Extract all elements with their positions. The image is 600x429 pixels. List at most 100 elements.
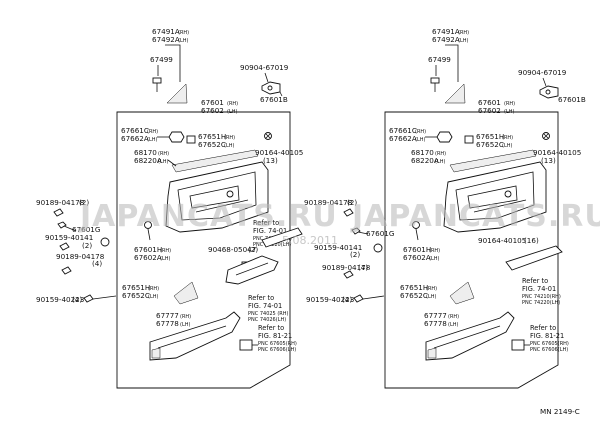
left-lower-pocket-part — [149, 311, 241, 361]
svg-text:(RH): (RH) — [429, 248, 440, 254]
svg-text:(LH): (LH) — [160, 256, 170, 262]
svg-text:(LH): (LH) — [426, 294, 436, 300]
svg-text:(RH): (RH) — [178, 30, 189, 36]
svg-text:(LH): (LH) — [458, 38, 468, 44]
svg-text:PNC 74025 (RH): PNC 74025 (RH) — [248, 311, 289, 317]
svg-text:PNC 74220(LH): PNC 74220(LH) — [522, 300, 560, 306]
svg-text:(2): (2) — [350, 250, 360, 259]
left-pn-67651h-lower: 67651H — [122, 283, 150, 292]
right-grommet-67601g-icon — [373, 243, 383, 253]
svg-text:(LH): (LH) — [158, 159, 168, 165]
left-screw-90159a-icon — [59, 242, 70, 251]
left-speaker-grille-part — [173, 281, 199, 305]
left-screw-90159b-icon — [83, 294, 117, 303]
right-bolt-icon — [351, 227, 369, 235]
svg-text:(RH): (RH) — [147, 129, 158, 135]
left-pn-67602: 67602 — [201, 106, 224, 115]
left-ref3-fig: FIG. 81-21 — [258, 332, 292, 340]
svg-text:(2): (2) — [79, 198, 89, 207]
left-pn-90159-40223: 90159-40223 — [36, 295, 84, 304]
left-pn-67778: 67778 — [156, 319, 179, 328]
left-pn-90159-40141: 90159-40141 — [45, 233, 93, 242]
svg-text:PNC 67605(RH): PNC 67605(RH) — [258, 341, 297, 347]
left-pn-90904-67019: 90904-67019 — [240, 63, 289, 72]
left-ref2-fig: FIG. 74-01 — [248, 302, 282, 310]
right-pn-67652c-lower: 67652C — [400, 291, 428, 300]
svg-text:(RH): (RH) — [435, 151, 446, 157]
left-pn-67601h: 67601H — [134, 245, 162, 254]
right-pn-67601h: 67601H — [403, 245, 431, 254]
right-door-trim-panel-part — [443, 161, 547, 233]
svg-text:PNC 67605(RH): PNC 67605(RH) — [530, 341, 569, 347]
left-pn-67662a: 67662A — [121, 134, 149, 143]
left-pn-67652c-lower: 67652C — [122, 291, 150, 300]
right-ref3-title: Refer to — [530, 324, 556, 332]
svg-text:(4): (4) — [358, 263, 368, 272]
right-screw-90189b-icon — [343, 270, 354, 279]
left-pn-67661c: 67661C — [121, 126, 149, 135]
svg-text:(RH): (RH) — [426, 286, 437, 292]
svg-text:(RH): (RH) — [458, 30, 469, 36]
right-weatherstrip-part — [449, 149, 537, 173]
left-door-trim-assembly: 67491A (RH) 67492A (LH) 67499 90904-6701… — [36, 27, 303, 389]
svg-text:(RH): (RH) — [148, 286, 159, 292]
right-pn-67499: 67499 — [428, 55, 451, 64]
right-screw-67499-icon — [430, 77, 440, 92]
right-pn-67651h: 67651H — [476, 132, 504, 141]
left-clip-90164-icon — [264, 132, 272, 140]
svg-text:PNC 67606(LH): PNC 67606(LH) — [258, 347, 296, 353]
svg-text:(LH): (LH) — [148, 294, 158, 300]
left-mirror-cover-part — [166, 83, 188, 104]
svg-text:(LH): (LH) — [180, 322, 190, 328]
left-switch-housing-part — [239, 339, 258, 351]
right-handle-insert-part — [505, 245, 563, 271]
svg-text:(RH): (RH) — [504, 101, 515, 107]
left-assembly-outline — [116, 111, 291, 389]
right-lower-pocket-part — [425, 311, 515, 361]
watermark-date: 5.08.2011 — [282, 234, 338, 247]
svg-text:(LH): (LH) — [504, 109, 514, 115]
left-bracket-67601b-icon — [261, 81, 281, 95]
left-ref2-title: Refer to — [248, 294, 274, 302]
svg-text:(LH): (LH) — [429, 256, 439, 262]
right-bracket-67601b-icon — [539, 85, 559, 99]
watermark-text-right: JAPANCATS.RU — [350, 199, 600, 234]
left-pn-68220a: 68220A — [134, 156, 162, 165]
right-pn-67601: 67601 — [478, 98, 501, 107]
right-clip-90164-icon — [542, 132, 550, 140]
right-pn-90189-04178-a: 90189-04178 — [304, 198, 353, 207]
svg-text:(2): (2) — [347, 198, 357, 207]
right-switch-housing-part — [511, 339, 530, 351]
right-pn-67651h-lower: 67651H — [400, 283, 428, 292]
svg-text:(LH): (LH) — [147, 137, 157, 143]
right-pn-67602: 67602 — [478, 106, 501, 115]
right-grommet-67661c-icon — [436, 131, 453, 143]
svg-text:(LH): (LH) — [502, 143, 512, 149]
right-screw-90159b-icon — [353, 294, 385, 303]
left-leader-67491 — [165, 44, 181, 82]
left-pn-67602a: 67602A — [134, 253, 162, 262]
right-ref3-fig: FIG. 81-21 — [530, 332, 564, 340]
left-ref1-fig: FIG. 74-01 — [253, 227, 287, 235]
svg-text:(2): (2) — [82, 241, 92, 250]
right-pn-67662a: 67662A — [389, 134, 417, 143]
right-pn-90189-04178-b: 90189-04178 — [322, 263, 371, 272]
right-pn-68220a: 68220A — [411, 156, 439, 165]
right-clip-67601h-icon — [412, 221, 420, 241]
right-pn-90164-40105-b: 90164-40105 — [478, 236, 526, 245]
left-pn-67499: 67499 — [150, 55, 173, 64]
svg-text:(RH): (RH) — [227, 101, 238, 107]
svg-text:(RH): (RH) — [158, 151, 169, 157]
right-pn-67602a: 67602A — [403, 253, 431, 262]
svg-text:(RH): (RH) — [448, 314, 459, 320]
left-pn-67651h: 67651H — [198, 132, 226, 141]
left-pn-67492a: 67492A — [152, 35, 180, 44]
left-pn-90189-04178-a: 90189-04178 — [36, 198, 85, 207]
right-pn-67777: 67777 — [424, 311, 447, 320]
right-pn-67652c: 67652C — [476, 140, 504, 149]
right-mirror-cover-part — [444, 83, 466, 104]
left-grommet-67661c-icon — [168, 131, 185, 143]
left-pn-67652c: 67652C — [198, 140, 226, 149]
right-pn-67601g: 67601G — [366, 229, 394, 238]
